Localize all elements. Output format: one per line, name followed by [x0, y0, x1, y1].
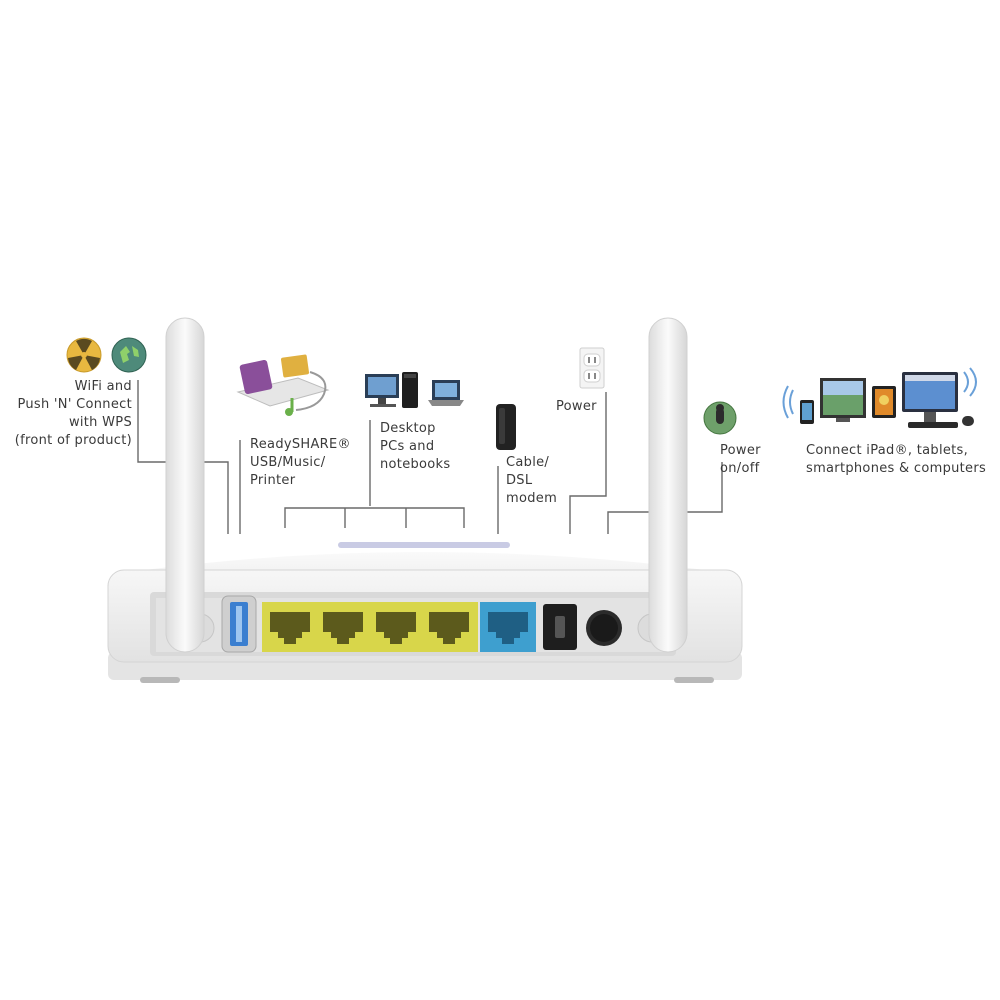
lan-port-4 — [429, 612, 469, 644]
antenna-left — [165, 317, 205, 653]
tablet-icon — [872, 386, 896, 418]
label-wifi-wps: WiFi and Push 'N' Connect with WPS (fron… — [14, 379, 132, 448]
wan-port — [480, 602, 536, 652]
power-button-icon — [703, 401, 737, 435]
label-devices: Connect iPad®, tablets, smartphones & co… — [806, 443, 987, 476]
phone-icon — [782, 385, 814, 424]
label-modem: Cable/ DSL modem — [506, 455, 558, 506]
leader-lan-bracket — [284, 507, 465, 528]
desktop-pc-icon — [365, 372, 418, 408]
lan-port-2 — [323, 612, 363, 644]
wps-globe-icon — [111, 337, 147, 373]
notebook-icon — [428, 380, 464, 406]
label-power-onoff: Power on/off — [720, 443, 761, 476]
label-desktop: Desktop PCs and notebooks — [380, 421, 451, 472]
usb-drive-music-icon — [236, 354, 330, 416]
usb-port — [221, 595, 257, 653]
power-jack — [543, 604, 577, 650]
devices-group — [782, 367, 977, 428]
label-power: Power — [556, 399, 597, 414]
lan-port-1 — [270, 612, 310, 644]
wifi-radiation-icon — [66, 337, 102, 373]
computer-icon — [902, 367, 977, 428]
wall-outlet-icon — [579, 347, 605, 389]
label-readyshare: ReadySHARE® USB/Music/ Printer — [250, 437, 351, 488]
tablet-display-icon — [820, 378, 866, 422]
lan-port-3 — [376, 612, 416, 644]
lan-ports — [262, 602, 478, 652]
power-switch — [586, 610, 622, 646]
leader-power — [569, 392, 607, 534]
modem-icon — [496, 404, 516, 450]
antenna-right — [648, 317, 688, 653]
